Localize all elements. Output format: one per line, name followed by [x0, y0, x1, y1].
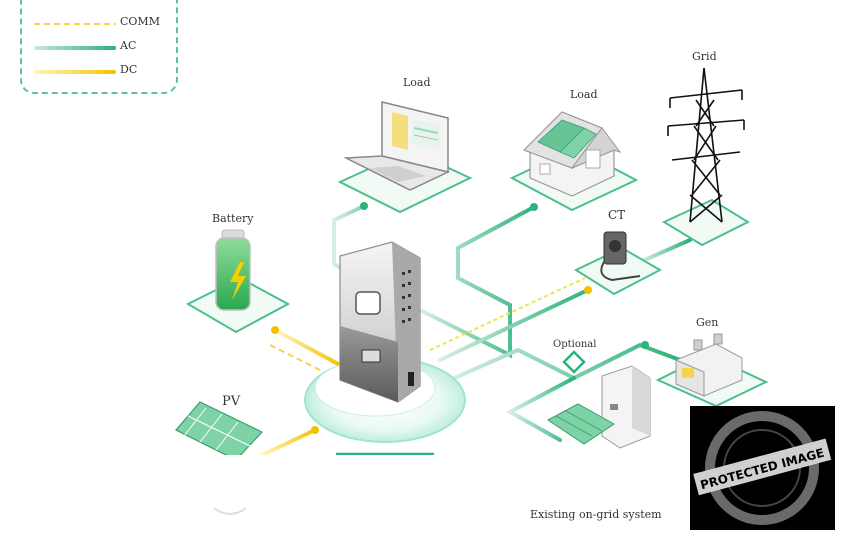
label-pv: PV: [222, 394, 241, 409]
legend-row-dc: DC: [34, 63, 174, 78]
label-ct: CT: [608, 208, 626, 222]
dc-line-swatch: [34, 70, 116, 74]
label-existing-system: Existing on-grid system: [530, 508, 662, 521]
legend-label-comm: COMM: [120, 15, 160, 28]
comm-line-swatch: [34, 23, 116, 25]
ac-line-existing: [505, 376, 576, 442]
dc-line-pv: [260, 428, 317, 457]
ac-node-gen: [641, 341, 649, 349]
existing-inverter-icon: [601, 365, 651, 449]
label-gen: Gen: [696, 316, 719, 329]
optional-diamond-icon: [562, 350, 586, 374]
battery-icon: [215, 229, 251, 311]
ac-node-load-house: [530, 203, 538, 211]
platforms: [185, 146, 769, 443]
comm-line-battery: [269, 344, 331, 376]
dc-line-ct-yellow: [429, 277, 586, 351]
cropped-area: [0, 455, 690, 540]
label-load-house: Load: [570, 88, 598, 101]
legend-label-dc: DC: [120, 63, 138, 76]
pv-panel-icon: [175, 401, 263, 461]
label-grid: Grid: [692, 50, 717, 63]
ac-line-ct: [438, 288, 590, 362]
house-icon: [522, 111, 622, 197]
watermark-seal: PROTECTED IMAGE: [693, 411, 832, 525]
existing-pv-panel-icon: [547, 403, 615, 445]
ac-line-swatch: [34, 46, 116, 50]
transmission-tower-icon: [667, 67, 745, 223]
legend-row-ac: AC: [34, 39, 174, 54]
legend-row-comm: COMM: [34, 15, 174, 30]
dc-node-battery: [271, 326, 279, 334]
connection-lines: [260, 202, 692, 457]
generator-icon: [675, 333, 743, 397]
legend-label-ac: AC: [120, 39, 137, 52]
ct-clamp-icon: [600, 231, 641, 282]
ac-line-load-house: [418, 205, 536, 359]
laptop-icon: [343, 101, 451, 191]
label-load-laptop: Load: [403, 76, 431, 89]
label-optional: Optional: [553, 339, 597, 350]
ac-line-grid: [638, 238, 692, 264]
pv-base-fragment: [213, 507, 247, 515]
protected-image-watermark: PROTECTED IMAGE: [690, 406, 835, 530]
platform-grid: [661, 198, 751, 247]
ac-node-load-laptop: [360, 202, 368, 210]
legend: COMM AC DC: [20, 0, 178, 94]
dc-node-pv: [311, 426, 319, 434]
dc-line-battery: [273, 328, 342, 367]
hybrid-inverter-icon: [339, 241, 421, 403]
label-battery: Battery: [212, 212, 254, 225]
ac-node-ct: [584, 286, 592, 294]
